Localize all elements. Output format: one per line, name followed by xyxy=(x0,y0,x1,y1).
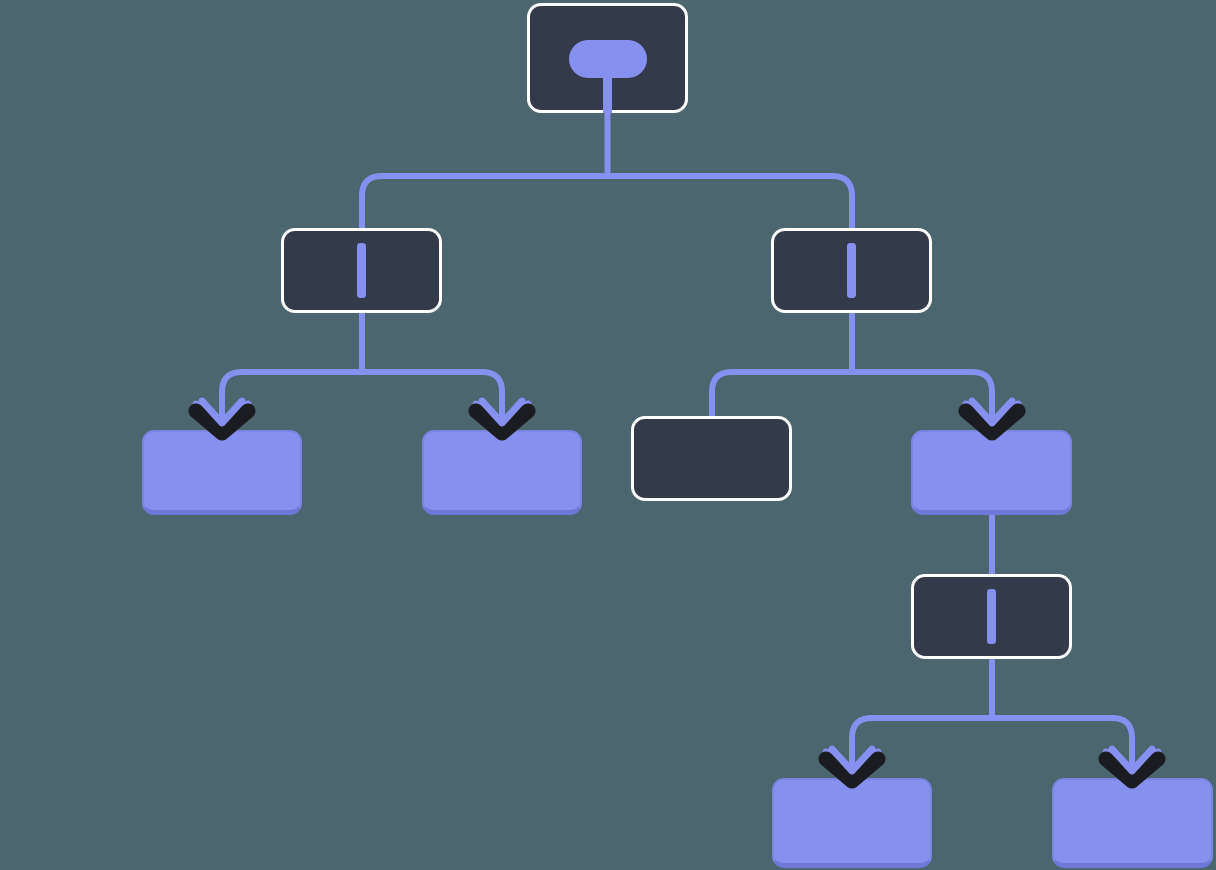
node-l2-a[interactable] xyxy=(142,430,302,515)
node-l2-b[interactable] xyxy=(422,430,582,515)
node-l1-right-inner-line xyxy=(847,243,856,298)
node-l1-left-inner-line xyxy=(357,243,366,298)
node-l1-left[interactable] xyxy=(281,228,442,313)
node-root-pill-stem xyxy=(603,60,612,113)
node-l2-d[interactable] xyxy=(911,430,1072,515)
node-l2-c[interactable] xyxy=(631,416,792,501)
node-l3[interactable] xyxy=(911,574,1072,659)
node-root-pill-icon xyxy=(569,40,647,78)
node-l3-inner-line xyxy=(987,589,996,644)
node-l4-left[interactable] xyxy=(772,778,932,868)
node-l4-right[interactable] xyxy=(1052,778,1213,868)
